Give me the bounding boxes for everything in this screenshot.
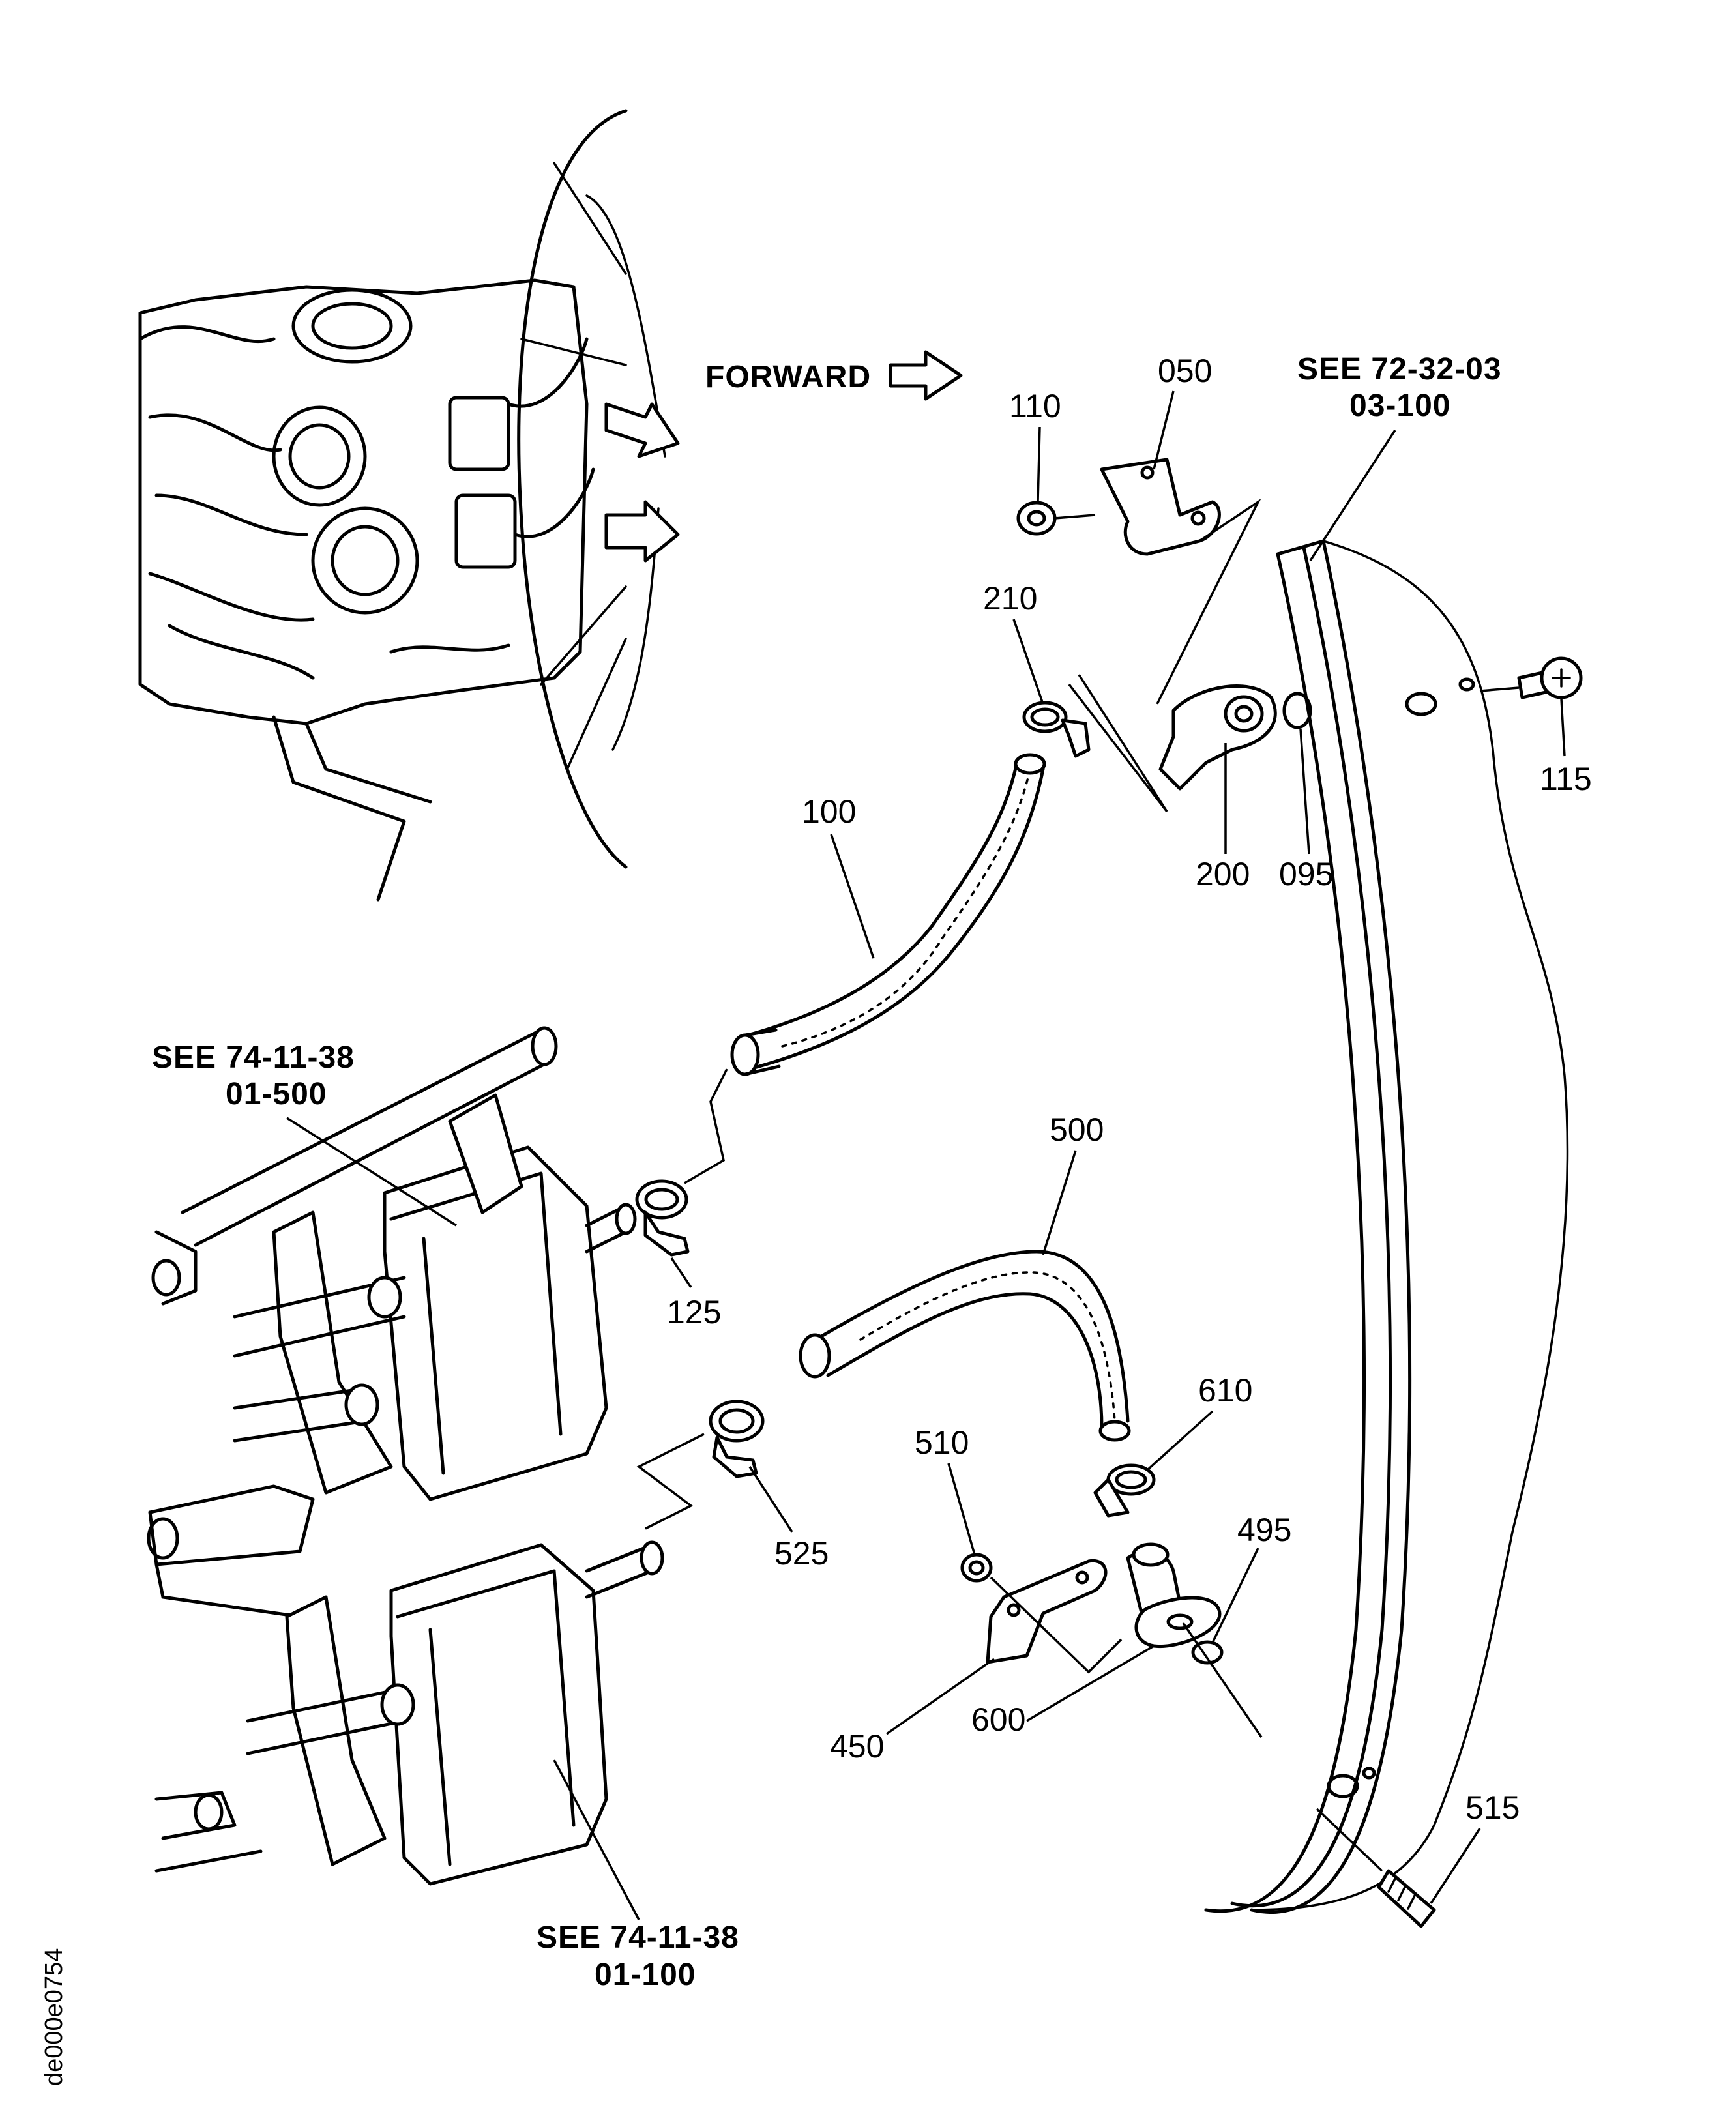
reference-74-11-38-lower: SEE 74-11-38 01-100 xyxy=(537,1759,739,1992)
callout-115: 115 xyxy=(1540,761,1592,797)
reference-74-11-38-lower-line1: SEE 74-11-38 xyxy=(537,1920,739,1955)
callout-095: 095 xyxy=(1279,856,1333,892)
part-510-nut xyxy=(960,1553,993,1583)
figure-code: de000e0754 xyxy=(40,1948,68,2086)
callout-100: 100 xyxy=(802,793,856,830)
firewall-panel xyxy=(1204,539,1569,1914)
part-515-screw xyxy=(1377,1869,1436,1928)
part-125-hose-clamp xyxy=(635,1179,690,1257)
callout-200: 200 xyxy=(1196,856,1250,892)
reference-72-32-03-line1: SEE 72-32-03 xyxy=(1297,352,1502,387)
reference-74-11-38-upper-line2: 01-500 xyxy=(226,1077,327,1111)
callout-495: 495 xyxy=(1237,1512,1291,1548)
reference-72-32-03: SEE 72-32-03 03-100 xyxy=(1297,352,1502,561)
reference-72-32-03-line2: 03-100 xyxy=(1349,389,1450,423)
callout-515: 515 xyxy=(1465,1789,1520,1826)
reference-74-11-38-upper-line1: SEE 74-11-38 xyxy=(152,1040,355,1075)
callout-125: 125 xyxy=(667,1294,721,1330)
callout-610: 610 xyxy=(1198,1372,1252,1409)
forward-label: FORWARD xyxy=(705,360,871,394)
callout-050: 050 xyxy=(1158,353,1212,389)
part-210-hose-clamp xyxy=(1022,701,1091,758)
engine-inset-illustration xyxy=(138,109,680,902)
part-495-o-ring xyxy=(1191,1640,1224,1665)
callout-450: 450 xyxy=(830,1728,884,1765)
part-115-screw xyxy=(1479,656,1583,699)
callout-500: 500 xyxy=(1050,1111,1104,1148)
reference-74-11-38-lower-line2: 01-100 xyxy=(595,1958,696,1992)
forward-arrow-icon xyxy=(889,350,963,401)
part-100-corrugated-hose xyxy=(730,753,1046,1076)
part-600-elbow-fitting xyxy=(1126,1542,1222,1649)
callout-210: 210 xyxy=(983,580,1037,617)
callout-110: 110 xyxy=(1009,388,1061,424)
heater-muffler-assembly xyxy=(147,1026,664,1886)
part-095-o-ring xyxy=(1282,692,1312,729)
callout-600: 600 xyxy=(971,1701,1025,1738)
part-110-nut xyxy=(1016,501,1057,536)
part-525-hose-clamp xyxy=(709,1400,765,1478)
reference-74-11-38-upper: SEE 74-11-38 01-500 xyxy=(152,1040,457,1227)
part-610-hose-clamp xyxy=(1093,1463,1156,1518)
part-500-corrugated-hose xyxy=(799,1250,1131,1442)
callout-525: 525 xyxy=(774,1535,829,1572)
callout-510: 510 xyxy=(915,1424,969,1461)
part-450-bracket xyxy=(986,1559,1108,1664)
